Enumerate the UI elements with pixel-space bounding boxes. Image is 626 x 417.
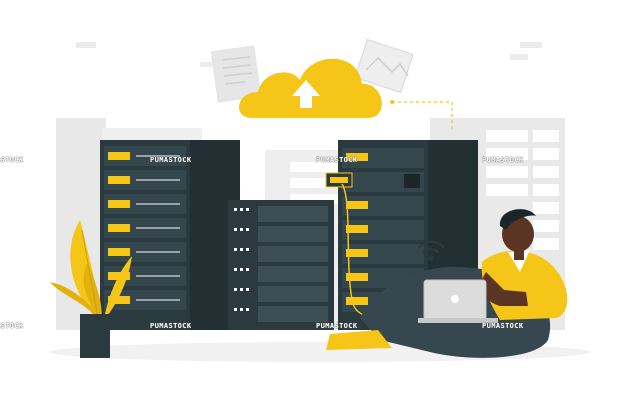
watermark: PUMASTOCK [150,156,192,164]
plant [50,220,132,358]
watermark: PUMASTOCK [0,322,24,330]
watermark: PUMASTOCK [0,156,24,164]
laptop-icon [418,279,498,323]
document-icon [210,45,262,103]
cloud-upload-icon [239,58,382,118]
server-rack-left [100,140,240,330]
watermark: PUMASTOCK [316,156,358,164]
server-rack-right [325,140,478,330]
dotted-connector [392,101,453,130]
watermark: PUMASTOCK [482,322,524,330]
watermark: PUMASTOCK [482,156,524,164]
watermark: PUMASTOCK [150,322,192,330]
watermark: PUMASTOCK [316,322,358,330]
wifi-icon [417,240,445,262]
image-icon [354,38,414,94]
server-rack-middle [228,200,334,330]
